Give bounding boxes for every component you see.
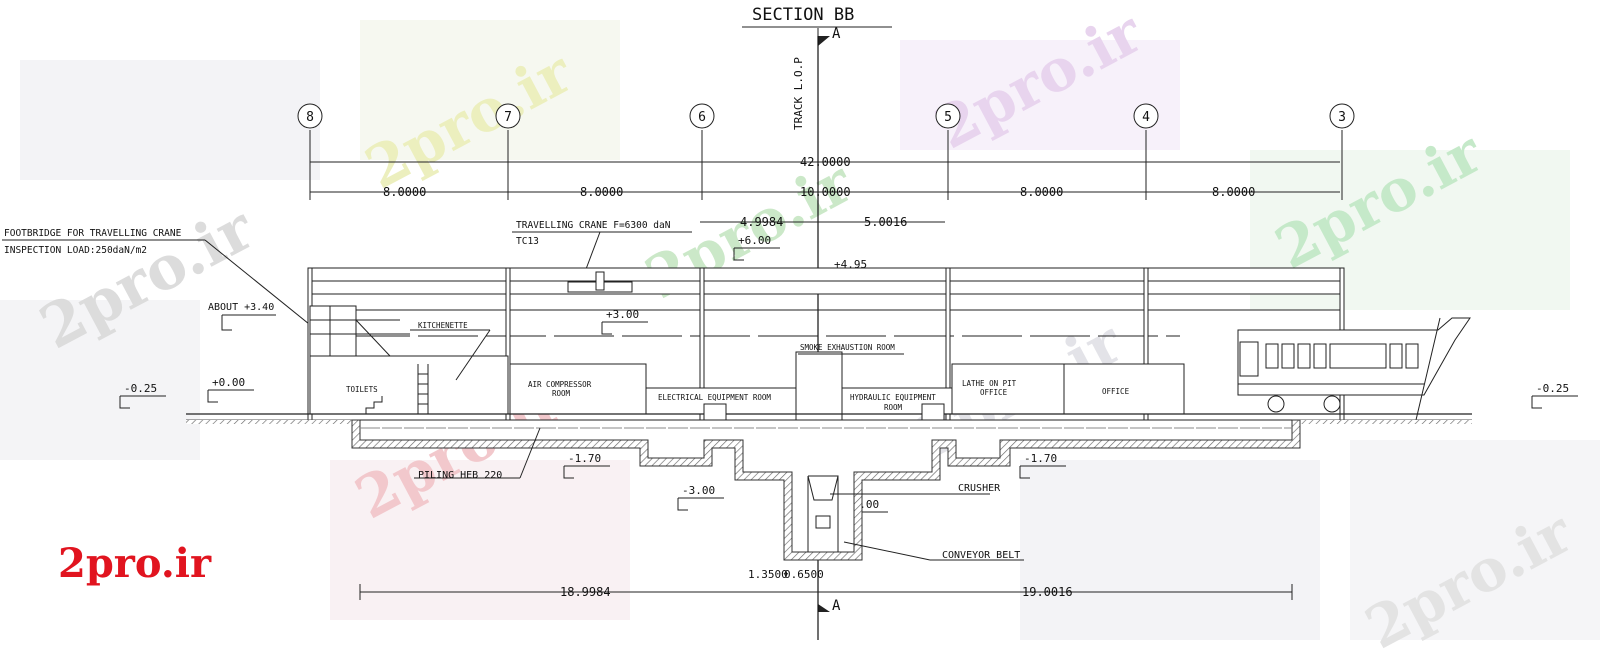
label-air-compressor-1: AIR COMPRESSOR	[528, 380, 592, 389]
note-crane-2: TC13	[516, 236, 539, 247]
level-label: +3.00	[606, 308, 639, 321]
label-lathe-1: LATHE ON PIT	[962, 379, 1017, 388]
about-note: ABOUT +3.40	[208, 302, 276, 331]
dim-bottom-left: 18.9984	[560, 585, 611, 599]
dim-span-3: 10.0000	[800, 185, 851, 199]
label-hydraulic-1: HYDRAULIC EQUIPMENT	[850, 393, 936, 402]
level-tick	[1019, 466, 1030, 479]
level-label: -0.25	[1536, 382, 1569, 395]
dimension-split: 4.9984 5.0016	[700, 215, 945, 229]
office-room	[1063, 363, 1185, 415]
dim-split-left: 4.9984	[740, 215, 783, 229]
grid-label: 3	[1338, 110, 1346, 125]
toilets-room	[309, 355, 509, 415]
section-letter: A	[832, 26, 841, 42]
track-label: TRACK L.O.P	[792, 57, 805, 130]
level-tick	[119, 396, 130, 409]
level-tick	[207, 390, 218, 403]
label-smoke: SMOKE EXHAUSTION ROOM	[800, 343, 895, 352]
dim-bottom-mid-a: 1.3500	[748, 568, 788, 581]
level-tick	[601, 322, 612, 335]
title-block: SECTION BB	[742, 5, 892, 28]
dimension-bottom: 18.9984 19.0016 1.3500 0.6500	[359, 568, 1293, 600]
superstructure	[309, 267, 1341, 337]
label-hydraulic-2: ROOM	[884, 403, 903, 412]
train-car	[1237, 317, 1471, 421]
grid-bubble	[297, 103, 323, 129]
level-tick	[563, 466, 574, 479]
dimension-spans: 8.0000 8.0000 10.0000 8.0000 8.0000	[310, 185, 1340, 199]
grid-label: 6	[698, 110, 706, 125]
level-label: -1.70	[1024, 452, 1057, 465]
label-office: OFFICE	[1102, 387, 1130, 396]
note-about: ABOUT +3.40	[208, 302, 274, 313]
section-letter: A	[832, 598, 841, 614]
grid-bubble	[1329, 103, 1355, 129]
grid-label: 5	[944, 110, 952, 125]
grid-bubble	[495, 103, 521, 129]
lower-callouts	[414, 427, 1024, 561]
grid-axes: 8 7 6 5 4 3	[297, 103, 1355, 200]
dim-span-2: 8.0000	[580, 185, 623, 199]
grid-label: 4	[1142, 110, 1150, 125]
grid-bubble	[935, 103, 961, 129]
note-conveyor: CONVEYOR BELT	[942, 550, 1020, 561]
label-air-compressor-2: ROOM	[552, 389, 571, 398]
drawing-title: SECTION BB	[752, 5, 854, 25]
dim-span-1: 8.0000	[383, 185, 426, 199]
level-label: +6.00	[738, 234, 771, 247]
level-tick	[733, 248, 744, 261]
label-kitchenette: KITCHENETTE	[418, 321, 468, 330]
grid-label: 8	[306, 110, 314, 125]
site-logo: 2pro.ir	[58, 540, 212, 587]
air-compressor-room	[509, 363, 647, 415]
note-footbridge-2: INSPECTION LOAD:250daN/m2	[4, 245, 147, 256]
room-labels: KITCHENETTE TOILETS AIR COMPRESSOR ROOM …	[346, 321, 1130, 412]
smoke-room	[795, 351, 843, 433]
dim-overall: 42.0000	[800, 155, 851, 169]
lower-callout-labels: PILING HEB 220 CRUSHER CONVEYOR BELT	[418, 470, 1020, 561]
foundation	[186, 403, 1472, 561]
grid-label: 7	[504, 110, 512, 125]
rooms	[309, 305, 1185, 433]
level-label: -3.00	[682, 484, 715, 497]
note-crane-1: TRAVELLING CRANE F=6300 daN	[516, 220, 671, 231]
lathe-room	[951, 363, 1065, 415]
level-label: -1.70	[568, 452, 601, 465]
level-tick	[677, 498, 688, 511]
grid-bubble	[689, 103, 715, 129]
level-label: -0.25	[124, 382, 157, 395]
note-footbridge-1: FOOTBRIDGE FOR TRAVELLING CRANE	[4, 228, 182, 239]
note-piling: PILING HEB 220	[418, 470, 502, 481]
grid-bubble	[1133, 103, 1159, 129]
label-electrical: ELECTRICAL EQUIPMENT ROOM	[658, 393, 771, 402]
level-label: +0.00	[212, 376, 245, 389]
dim-bottom-right: 19.0016	[1022, 585, 1073, 599]
dim-split-right: 5.0016	[864, 215, 907, 229]
label-toilets: TOILETS	[346, 385, 378, 394]
label-lathe-2: OFFICE	[980, 388, 1008, 397]
level-tick	[1531, 396, 1542, 409]
dim-span-5: 8.0000	[1212, 185, 1255, 199]
dimension-overall: 42.0000	[310, 155, 1340, 169]
note-crusher: CRUSHER	[958, 483, 1001, 494]
dim-bottom-mid-b: 0.6500	[784, 568, 824, 581]
dim-span-4: 8.0000	[1020, 185, 1063, 199]
